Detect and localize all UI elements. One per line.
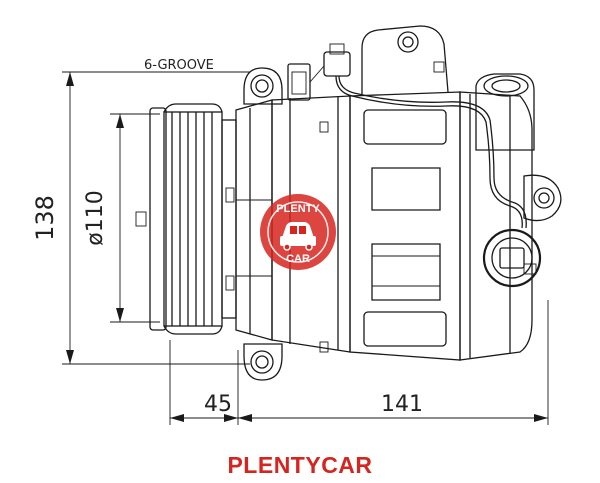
pulley: [135, 103, 237, 335]
watermark-bottom-text: CAR: [286, 253, 310, 265]
dim-bottom-lines: [169, 300, 549, 425]
valve-connector: [482, 228, 542, 288]
discharge-port: [475, 73, 535, 151]
dim-110-line: [110, 113, 160, 323]
electric-connector: [287, 43, 527, 229]
suction-port: [361, 25, 449, 96]
brand-caption: PLENTYCAR: [227, 452, 373, 478]
mount-ear-rear: [523, 174, 562, 222]
compressor-body: [271, 91, 533, 361]
dim-138-line: [62, 71, 250, 365]
dim-45-label: 45: [204, 392, 232, 417]
dim-141-label: 141: [381, 392, 423, 417]
dim-110-label: ø110: [83, 190, 108, 245]
watermark-top-text: PLENTY: [276, 203, 320, 215]
car-icon: [280, 222, 316, 251]
mount-ear-top: [243, 67, 283, 105]
groove-label: 6-GROOVE: [144, 58, 214, 73]
mount-ear-bottom: [243, 343, 283, 381]
dim-138-label: 138: [31, 195, 59, 241]
watermark-logo: PLENTY CAR: [260, 194, 336, 270]
